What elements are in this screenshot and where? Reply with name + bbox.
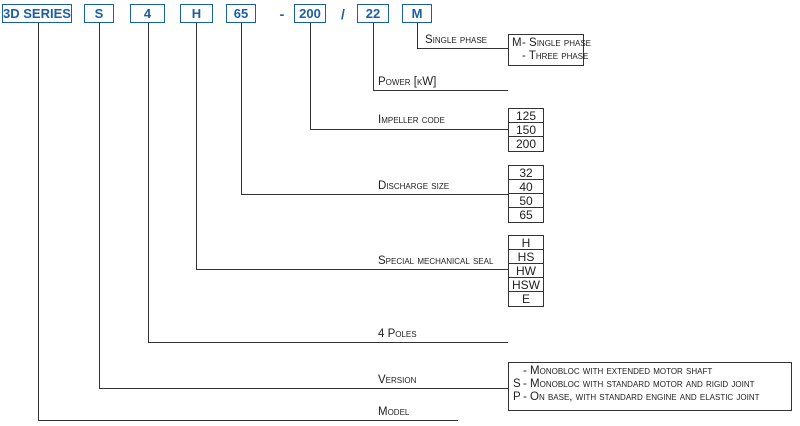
phase-option: - Three phase [512,50,588,63]
version-option: P- On base, with standard engine and ela… [513,391,787,404]
discharge-option: 65 [519,208,533,222]
connector-poles-h [148,342,508,343]
connector-poles-v [148,23,149,342]
version-option-desc: - Monobloc with standard motor and rigid… [523,378,755,390]
code-seal: H [180,4,213,23]
connector-discharge-h [241,194,508,195]
connector-phase-h [417,48,508,49]
connector-discharge-v [241,23,242,194]
impeller-option: 150 [509,123,543,137]
connector-impeller-h [310,129,508,130]
label-model: Model [378,406,410,418]
discharge-options-box: 32 40 50 65 [508,165,544,223]
connector-version-h [99,388,508,389]
code-power: 22 [357,4,389,23]
code-series: 3D SERIES [2,4,72,23]
connector-seal-v [196,23,197,269]
discharge-option: 32 [509,166,543,180]
phase-option-desc: - Three phase [522,50,589,62]
version-option: S- Monobloc with standard motor and rigi… [513,378,787,391]
label-single-phase: Single phase [425,34,487,46]
phase-option-desc: - Single phase [522,37,592,49]
connector-impeller-v [310,23,311,129]
connector-seal-h [196,269,508,270]
phase-options-box: M- Single phase - Three phase [508,34,591,66]
code-dash: - [279,5,285,22]
connector-model-h [38,420,458,421]
impeller-options-box: 125 150 200 [508,108,544,152]
phase-option: M- Single phase [512,37,591,50]
version-option-desc: - Monobloc with extended motor shaft [523,365,713,377]
phase-option-letter: M [512,37,522,49]
label-power: Power [kW] [378,76,437,88]
code-poles: 4 [130,4,165,23]
label-poles: 4 Poles [378,328,417,340]
version-options-box: - Monobloc with extended motor shaft S- … [508,362,792,411]
connector-phase-v [417,23,418,48]
version-option-letter: P [513,391,521,403]
label-version: Version [378,374,417,386]
seal-option: H [509,236,543,250]
connector-power-v [373,23,374,90]
discharge-option: 50 [509,194,543,208]
version-option: - Monobloc with extended motor shaft [513,365,787,378]
version-option-desc: - On base, with standard engine and elas… [523,391,760,403]
seal-options-box: H HS HW HSW E [508,235,544,307]
seal-option: HS [509,250,543,264]
discharge-option: 40 [509,180,543,194]
impeller-option: 200 [515,137,537,151]
code-discharge: 65 [226,4,256,23]
code-phase: M [402,4,432,23]
label-discharge: Discharge size [378,180,450,192]
label-seal: Special mechanical seal [378,255,494,267]
impeller-option: 125 [509,109,543,123]
code-version: S [84,4,114,23]
label-impeller: Impeller code [378,114,445,126]
seal-option: HSW [509,278,543,292]
seal-option: HW [509,264,543,278]
code-impeller: 200 [294,4,326,23]
connector-power-h [373,90,508,91]
code-slash: / [341,5,345,22]
connector-model-v [38,23,39,420]
connector-version-v [99,23,100,388]
seal-option: E [521,292,530,306]
version-option-letter: S [513,378,521,390]
